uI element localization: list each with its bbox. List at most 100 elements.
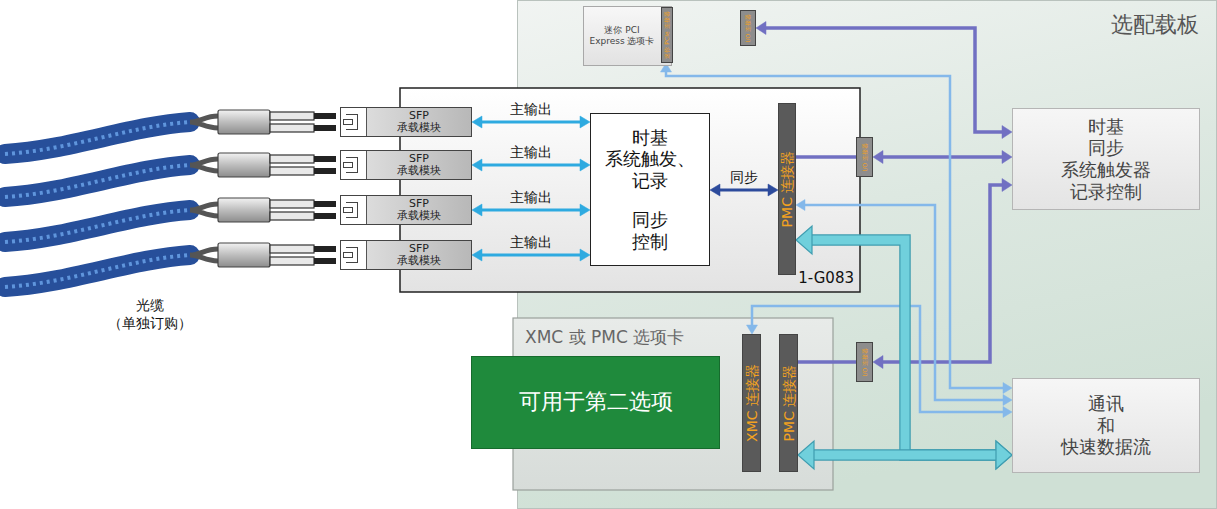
arrow-head (1002, 179, 1012, 192)
connector-outline (813, 449, 997, 461)
container-backgrounds (400, 1, 1217, 509)
arrow-head (580, 159, 590, 171)
arrow-head (798, 441, 814, 469)
connector-strip: I/O 连接器 (856, 342, 873, 382)
connector-strip: I/O 连接器 (740, 10, 756, 46)
connector-label: I/O 连接器 (862, 143, 868, 171)
arrow-head (580, 249, 590, 261)
card-heading: XMC 或 PMC 选项卡 (525, 327, 684, 347)
connector-line (481, 254, 581, 257)
function-box: 时基 同步 系统触发器 记录控制 (1012, 108, 1200, 210)
main-board: 1-G083SFP 承载模块SFP 承载模块SFP 承载模块SFP 承载模块时基… (400, 88, 860, 292)
connector-strip: 迷你 PCIe 连接器 (661, 7, 673, 63)
arrow-head (472, 204, 482, 216)
arrow-head (996, 441, 1012, 469)
arrow-head (1002, 151, 1012, 164)
sfp-latch-icon (343, 252, 353, 258)
connector-line (666, 71, 1004, 388)
function-label: 同步 控制 (599, 209, 701, 252)
sfp-latch-icon (343, 162, 353, 168)
connector (873, 151, 1012, 164)
arrow-head (1003, 383, 1012, 394)
connector-line (882, 155, 1003, 159)
function-label: 时基 同步 系统触发器 记录控制 (1021, 116, 1191, 202)
edge-label: 主输出 (510, 234, 552, 251)
connector (710, 184, 778, 196)
arrow-head (1003, 395, 1012, 406)
timing-control-box: 时基 系统触发、记录同步 控制 (590, 113, 710, 266)
slot-label: 可用于第二选项 (519, 389, 673, 415)
arrow-head (747, 325, 758, 334)
function-label: 时基 系统触发、记录 (599, 127, 701, 192)
connector (472, 159, 590, 171)
arrow-head (873, 356, 883, 369)
sfp-latch-icon (343, 119, 353, 125)
sfp-module: SFP 承载模块 (340, 107, 472, 137)
arrow-head (580, 204, 590, 216)
arrow-head (796, 226, 812, 254)
edge-label: 主输出 (510, 144, 552, 161)
fiber-cable (5, 243, 336, 287)
module-label: SFP 承载模块 (367, 110, 471, 134)
arrow-head (756, 22, 766, 35)
sfp-module: SFP 承载模块 (340, 150, 472, 180)
panel-title: 选配载板 (1111, 12, 1199, 38)
sfp-module: SFP 承载模块 (340, 240, 472, 270)
edge-label: 同步 (730, 169, 758, 186)
arrow-head (472, 116, 482, 128)
connector-line (481, 164, 581, 167)
arrow-head (796, 200, 805, 211)
connector (798, 441, 1012, 469)
connector (472, 249, 590, 261)
connector-label: PMC 连接器 (780, 151, 794, 228)
arrow-head (472, 159, 482, 171)
board-name: 1-G083 (798, 269, 854, 287)
edge-label: 主输出 (510, 101, 552, 118)
connector-label: I/O 连接器 (862, 348, 868, 376)
arrow-head (472, 249, 482, 261)
connector-strip: PMC 连接器 (778, 103, 796, 275)
sfp-text-area: SFP 承载模块 (367, 151, 471, 179)
connector (873, 179, 1012, 369)
connector-line (798, 360, 856, 364)
edge-label: 主输出 (510, 189, 552, 206)
arrow-head (768, 184, 778, 196)
connector-strip: PMC 连接器 (779, 334, 798, 472)
connector-label: 迷你 PCIe 连接器 (664, 11, 670, 58)
sfp-text-area: SFP 承载模块 (367, 196, 471, 224)
function-label: 通讯 和 快速数据流 (1021, 393, 1191, 458)
connector-line (481, 121, 581, 124)
arrow-head (710, 184, 720, 196)
connector (472, 204, 590, 216)
connector-line (813, 451, 997, 460)
connector (472, 116, 590, 128)
arrow-head (1003, 407, 1012, 418)
connector-line (765, 28, 1003, 132)
connector (661, 63, 1013, 394)
connector (796, 226, 1012, 469)
option-card: XMC 或 PMC 选项卡可用于第二选项 XMC 连接器 PMC 连接器 (513, 318, 833, 490)
cable-caption: 光缆 （单独订购） (75, 296, 225, 332)
connector-line (719, 189, 769, 192)
arrow-head (1002, 126, 1012, 139)
fiber-cable (5, 110, 336, 154)
connector-line (481, 209, 581, 212)
card-label: 迷你 PCI Express 选项卡 (587, 25, 657, 47)
connector (796, 157, 856, 158)
connector-strip: XMC 连接器 (742, 334, 761, 472)
arrow-head (873, 151, 883, 164)
connector-label: I/O 连接器 (745, 14, 751, 42)
module-label: SFP 承载模块 (367, 153, 471, 177)
connector-label: PMC 连接器 (782, 365, 796, 442)
connector-label: XMC 连接器 (745, 364, 759, 442)
option-slot-box: 可用于第二选项 (471, 356, 720, 449)
connector-strip: I/O 连接器 (856, 137, 873, 177)
fiber-cable (5, 198, 336, 242)
function-box: 通讯 和 快速数据流 (1012, 378, 1200, 473)
module-label: SFP 承载模块 (367, 243, 471, 267)
sfp-latch-icon (343, 207, 353, 213)
arrow-head (996, 441, 1012, 469)
connector (798, 362, 856, 363)
